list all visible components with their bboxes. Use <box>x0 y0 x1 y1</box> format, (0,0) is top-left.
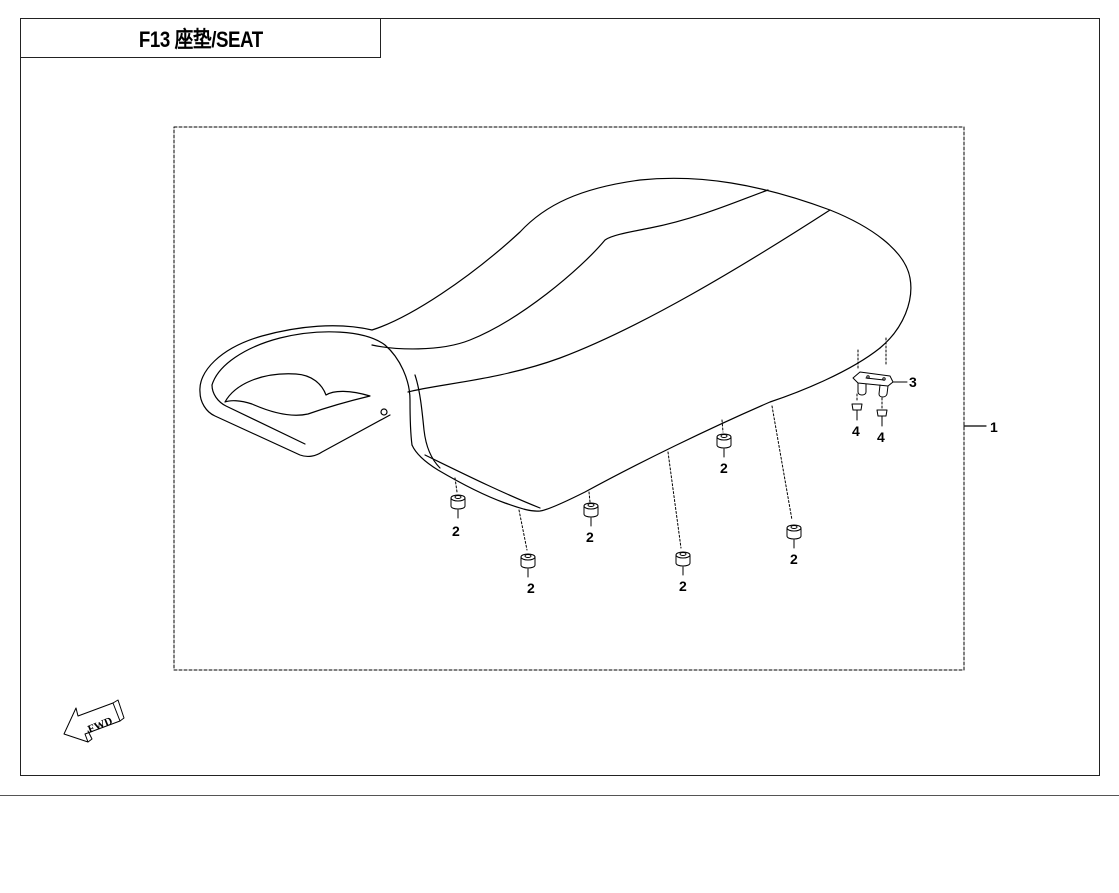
bottom-rule <box>0 795 1119 796</box>
drawing-frame <box>20 18 1100 776</box>
grommet-2b <box>520 553 536 578</box>
assembly-boundary <box>173 126 965 671</box>
page-title: F13 座垫/SEAT <box>138 27 263 52</box>
callout-4b: 4 <box>877 429 885 445</box>
grommet-2a <box>450 494 466 519</box>
callout-3: 3 <box>909 374 917 390</box>
clip-4b <box>876 409 888 427</box>
callout-2b: 2 <box>527 580 535 596</box>
forward-direction-arrow-icon: FWD <box>63 699 125 743</box>
grommet-group: 2 2 2 2 <box>450 405 802 596</box>
grommet-2f <box>786 524 802 549</box>
title-box: F13 座垫/SEAT <box>20 18 381 58</box>
callout-2d: 2 <box>679 578 687 594</box>
grommet-2d <box>675 551 691 576</box>
seat-cushion <box>199 177 912 512</box>
callout-2e: 2 <box>720 460 728 476</box>
callout-2a: 2 <box>452 523 460 539</box>
callout-4a: 4 <box>852 423 860 439</box>
latch-bracket <box>852 337 908 398</box>
grommet-2c <box>583 502 599 527</box>
callout-1: 1 <box>990 419 998 435</box>
clip-4a <box>851 403 863 421</box>
clip-group: 4 4 <box>851 393 888 445</box>
callout-2c: 2 <box>586 529 594 545</box>
callout-2f: 2 <box>790 551 798 567</box>
grommet-2e <box>716 433 732 458</box>
